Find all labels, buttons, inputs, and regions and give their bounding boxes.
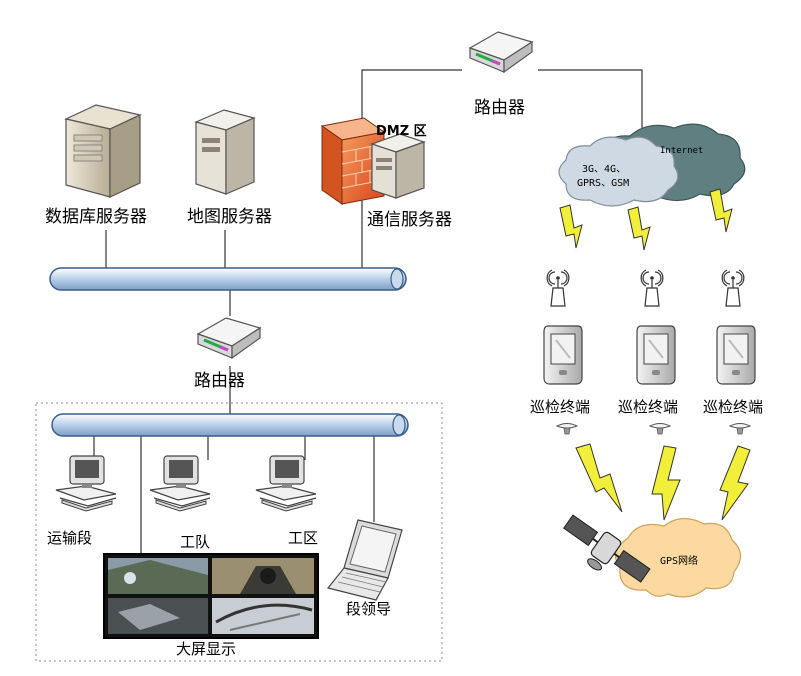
transport-label: 运输段	[47, 529, 93, 547]
workstation-icon	[149, 455, 211, 512]
antenna-icon	[640, 269, 664, 307]
server-tower-icon	[370, 133, 426, 199]
lightning-icon	[651, 445, 681, 521]
server-bus	[49, 267, 407, 291]
router-mid-label: 路由器	[194, 371, 245, 391]
lightning-icon	[719, 445, 751, 521]
router-icon	[468, 30, 534, 74]
handheld-terminal-icon	[716, 325, 756, 385]
lightning-icon	[709, 188, 733, 233]
laptop-icon	[326, 519, 403, 601]
cloud-internet-label: Internet	[660, 146, 704, 156]
gps-receiver-icon	[556, 423, 578, 435]
workstation-icon	[255, 455, 317, 512]
dmz-label: DMZ 区	[376, 124, 427, 139]
lightning-icon	[627, 206, 651, 251]
lan-boundary	[35, 402, 443, 662]
video-wall-icon	[103, 553, 319, 639]
workstation-icon	[55, 455, 117, 512]
handheld-terminal-icon	[636, 325, 676, 385]
cloud-icon	[614, 517, 742, 598]
db-server-label: 数据库服务器	[45, 207, 147, 227]
map-server-label: 地图服务器	[187, 207, 272, 227]
gps-receiver-icon	[729, 423, 751, 435]
lan-bus	[51, 413, 409, 437]
satellite-icon	[563, 514, 651, 583]
link-lines	[93, 69, 643, 556]
antenna-icon	[721, 269, 745, 307]
antenna-icon	[546, 269, 570, 307]
cloud-icon	[558, 136, 679, 207]
team-label: 工队	[180, 533, 211, 551]
terminal-label-2: 巡检终端	[618, 398, 679, 416]
lightning-icon	[559, 204, 583, 249]
server-tower-icon	[64, 104, 142, 198]
cloud-mobile-label-2: GPRS、GSM	[577, 178, 630, 189]
router-icon	[196, 316, 262, 360]
handheld-terminal-icon	[543, 325, 583, 385]
router-top-label: 路由器	[474, 98, 525, 118]
terminal-label-3: 巡检终端	[703, 398, 764, 416]
terminal-label-1: 巡检终端	[530, 398, 591, 416]
server-tower-icon	[194, 109, 256, 195]
leader-label: 段领导	[346, 600, 392, 618]
zone-label: 工区	[288, 529, 319, 547]
cloud-gps-label: GPS网络	[660, 556, 699, 567]
cloud-mobile-label-1: 3G、4G、	[582, 164, 627, 175]
lightning-icon	[575, 443, 623, 513]
big-screen-label: 大屏显示	[176, 640, 237, 658]
comm-server-label: 通信服务器	[367, 210, 452, 230]
gps-receiver-icon	[649, 423, 671, 435]
